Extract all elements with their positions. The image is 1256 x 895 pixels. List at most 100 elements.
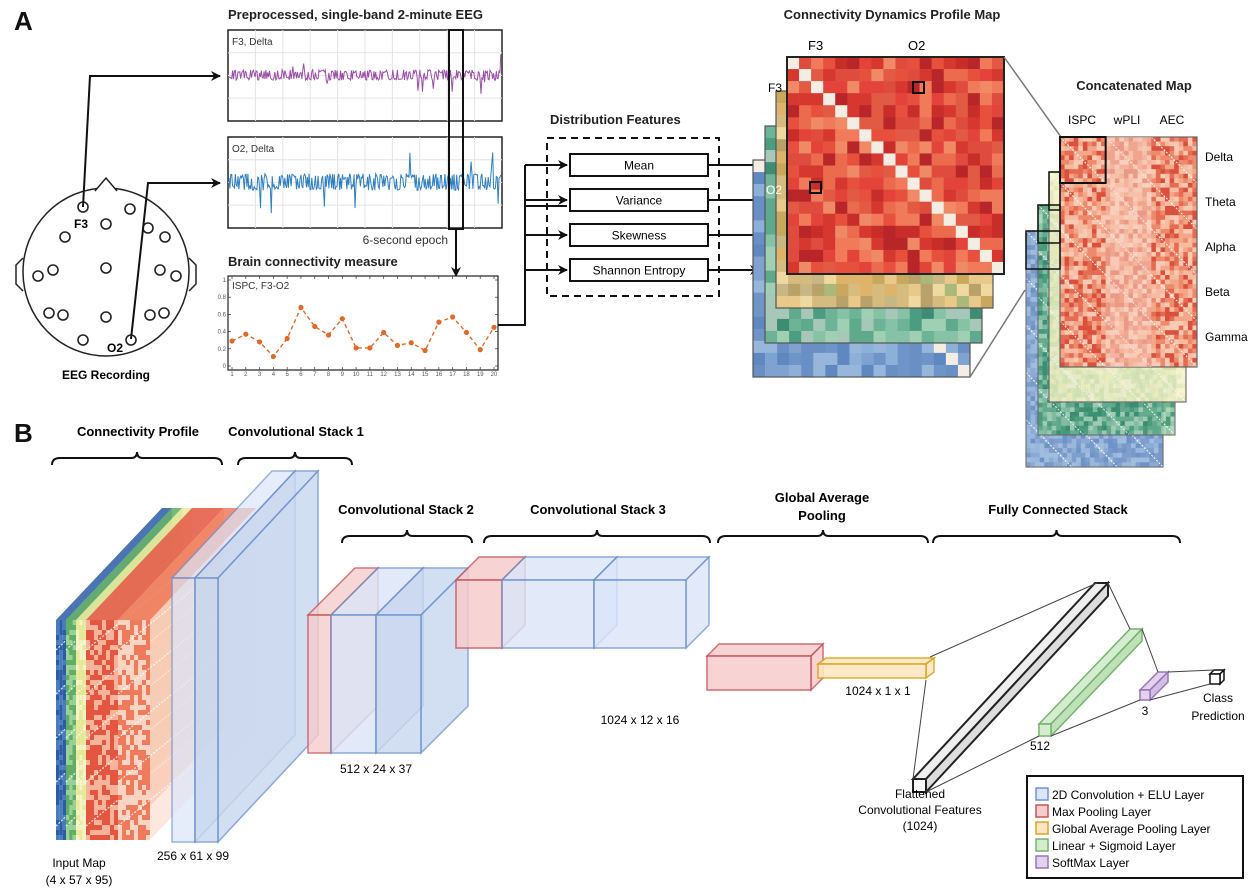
feature-label: Mean [624, 159, 654, 173]
data-point [298, 304, 304, 311]
connectivity-measure-title: Brain connectivity measure [228, 254, 398, 269]
conv3-layer-b [592, 555, 711, 650]
data-point [256, 339, 263, 345]
section-title-gap-line2: Pooling [798, 508, 846, 523]
panel-b-letter: B [14, 418, 33, 448]
trace-label-f3: F3, Delta [232, 37, 273, 48]
feature-box-mean: Mean [569, 153, 709, 177]
highlight-cell-f3-o2 [912, 81, 925, 94]
preprocessed-eeg-title: Preprocessed, single-band 2-minute EEG [228, 7, 483, 22]
electrode-icon [32, 270, 44, 282]
f3-connector-arrow [82, 71, 221, 208]
eeg-waveform-o2 [228, 152, 502, 214]
data-point [408, 340, 414, 346]
data-point [325, 332, 332, 338]
concat-col-label-aec: AEC [1160, 113, 1185, 127]
x-tick-label: 3 [258, 372, 262, 378]
profile-map-title: Connectivity Dynamics Profile Map [784, 7, 1001, 22]
class-prediction-label-1: Class [1203, 691, 1233, 705]
legend-label: Global Average Pooling Layer [1052, 822, 1211, 836]
data-point [381, 329, 387, 336]
data-point [450, 314, 456, 320]
linear-sigmoid-layer [1037, 627, 1144, 738]
epoch-label: 6-second epoch [363, 233, 448, 247]
chart-title: ISPC, F3-O2 [232, 281, 290, 292]
dims-linear: 512 [1030, 739, 1050, 753]
electrode-icon [57, 309, 69, 321]
x-tick-label: 2 [244, 372, 248, 378]
layer-connector-line [929, 582, 1098, 658]
x-tick-label: 12 [380, 372, 387, 378]
legend-item: 2D Convolution + ELU Layer [1035, 787, 1204, 802]
section-brace [483, 529, 711, 544]
legend-label: 2D Convolution + ELU Layer [1052, 788, 1204, 802]
x-tick-label: 17 [449, 372, 456, 378]
layer-connector-line [1141, 628, 1159, 673]
concatenated-map-stack [1025, 136, 1198, 468]
data-point [229, 338, 235, 344]
layer-connector-line [1050, 699, 1141, 737]
concat-highlight-ispc-delta [1059, 136, 1107, 184]
x-tick-label: 20 [491, 372, 498, 378]
chart-to-features-connector [498, 205, 567, 326]
input-map-label: Input Map [52, 856, 106, 870]
concat-row-label-beta: Beta [1205, 285, 1230, 299]
legend-frame [1026, 775, 1244, 879]
feature-box-variance: Variance [569, 188, 709, 212]
legend-swatch [1035, 838, 1049, 852]
data-point [436, 319, 442, 325]
data-point [422, 347, 428, 354]
data-point [243, 331, 249, 337]
gap-layer [815, 656, 937, 680]
class-prediction-cube-icon [1208, 668, 1226, 686]
concat-row-label-delta: Delta [1205, 150, 1233, 164]
trace-label-o2: O2, Delta [232, 144, 275, 155]
x-tick-label: 13 [394, 372, 401, 378]
section-title-conv-stack-1: Convolutional Stack 1 [228, 424, 364, 439]
electrode-icon [142, 222, 154, 234]
input-map-dims: (4 x 57 x 95) [46, 873, 113, 887]
x-tick-label: 6 [299, 372, 303, 378]
feature-label: Shannon Entropy [593, 264, 686, 278]
y-tick-label: 0.2 [218, 347, 227, 353]
section-brace [717, 529, 929, 544]
features-dashed-box [546, 137, 720, 297]
x-tick-label: 8 [327, 372, 331, 378]
o2-connector-arrow [130, 178, 221, 340]
nose-icon [94, 176, 118, 192]
data-point [284, 335, 290, 342]
panel-a-letter: A [14, 6, 33, 36]
legend-swatch [1035, 787, 1049, 801]
x-tick-label: 10 [353, 372, 360, 378]
electrode-icon [158, 307, 170, 319]
network-architecture [170, 469, 1226, 844]
x-tick-label: 9 [341, 372, 345, 378]
y-tick-label: 0 [223, 364, 227, 370]
legend-label: SoftMax Layer [1052, 856, 1129, 870]
softmax-layer [1138, 670, 1170, 702]
concat-row-label-gamma: Gamma [1205, 330, 1248, 344]
data-point [477, 347, 483, 353]
dims-stack2: 512 x 24 x 37 [340, 762, 412, 776]
eeg-recording-label: EEG Recording [62, 368, 150, 382]
dims-gap: 1024 x 1 x 1 [845, 684, 911, 698]
x-tick-label: 16 [435, 372, 442, 378]
electrode-label-o2: O2 [107, 341, 123, 355]
section-brace [341, 529, 473, 544]
distribution-features-title: Distribution Features [550, 112, 681, 127]
x-tick-label: 11 [367, 372, 374, 378]
electrode-icon [100, 311, 112, 323]
feature-label: Skewness [612, 229, 667, 243]
map-col-label-f3: F3 [808, 38, 823, 53]
data-point [270, 353, 276, 360]
data-point [463, 329, 470, 336]
feature-label: Variance [616, 194, 663, 208]
concat-row-label-alpha: Alpha [1205, 240, 1236, 254]
section-brace [51, 451, 223, 466]
dims-softmax: 3 [1142, 704, 1149, 718]
electrode-label-f3: F3 [74, 217, 88, 231]
eeg-trace-f3: F3, Delta [227, 29, 503, 122]
section-title-conv-stack-2: Convolutional Stack 2 [338, 502, 474, 517]
class-prediction-label-2: Prediction [1191, 709, 1244, 723]
